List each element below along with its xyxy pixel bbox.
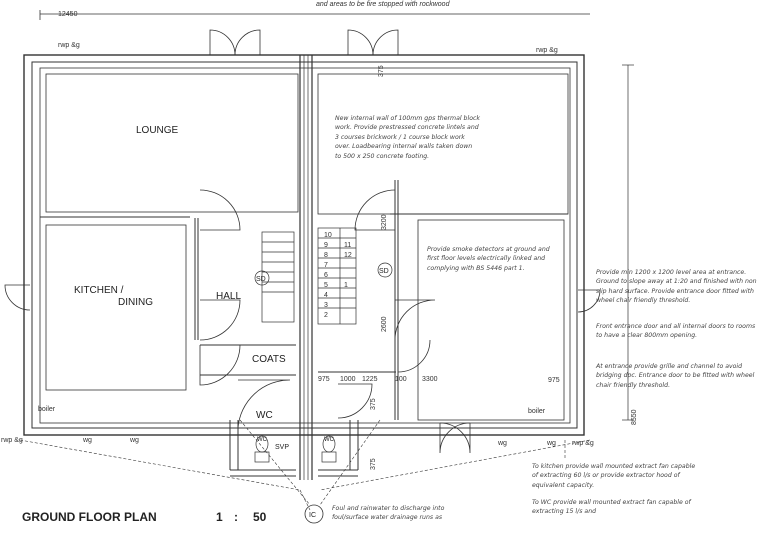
rwp-bottom-right: rwp &g bbox=[572, 440, 594, 447]
dim-100: 100 bbox=[395, 376, 407, 383]
dim-2600: 2600 bbox=[381, 316, 388, 332]
dim-975-b: 975 bbox=[548, 377, 560, 384]
rwp-top-left: rwp &g bbox=[58, 42, 80, 49]
dim-375-side: 375 bbox=[370, 398, 377, 410]
stair-numbers: 10 9 8 7 6 5 4 3 2 11 12 1 bbox=[324, 232, 352, 319]
note-drainage: Foul and rainwater to discharge into fou… bbox=[332, 505, 445, 522]
stair-step: 2 bbox=[324, 312, 328, 319]
room-wc: WC bbox=[256, 410, 273, 421]
staircase bbox=[261, 227, 357, 325]
wc-right-label: WC bbox=[324, 437, 335, 443]
dim-8550: 8550 bbox=[631, 409, 638, 425]
scale-left: 1 bbox=[216, 510, 223, 524]
dim-1000: 1000 bbox=[340, 376, 356, 383]
stair-step: 11 bbox=[344, 242, 351, 249]
wg-right-1: wg bbox=[497, 440, 507, 447]
stair-step: 7 bbox=[324, 262, 328, 269]
wc-left-label: WC bbox=[257, 437, 268, 443]
note-wc-extract: To WC provide wall mounted extract fan c… bbox=[532, 499, 691, 516]
dim-1225: 1225 bbox=[362, 376, 378, 383]
scale-right: 50 bbox=[253, 510, 267, 524]
room-lounge: LOUNGE bbox=[136, 125, 179, 136]
rwp-top-right: rwp &g bbox=[536, 47, 558, 54]
note-entrance-area: Provide min 1200 x 1200 level area at en… bbox=[596, 269, 757, 305]
svp-label: SVP bbox=[275, 444, 289, 451]
wc-fixtures bbox=[254, 262, 393, 463]
note-entrance-doors: Front entrance door and all internal doo… bbox=[596, 323, 756, 340]
stair-step: 3 bbox=[324, 302, 328, 309]
room-kitchen-line2: DINING bbox=[118, 297, 153, 308]
dim-3200: 3200 bbox=[381, 214, 388, 230]
overall-dimension: 12450 bbox=[58, 11, 78, 18]
top-note: and areas to be fire stopped with rockwo… bbox=[316, 1, 451, 8]
wg-left: wg bbox=[82, 437, 92, 444]
note-entrance-grille: At entrance provide grille and channel t… bbox=[596, 363, 755, 389]
dim-375-top: 375 bbox=[378, 65, 385, 77]
stair-step: 12 bbox=[344, 252, 352, 259]
internal-walls bbox=[40, 73, 569, 477]
dim-975-a: 975 bbox=[318, 376, 330, 383]
stair-step: 1 bbox=[344, 282, 348, 289]
room-kitchen-line1: KITCHEN / bbox=[74, 285, 124, 296]
wg-mid: wg bbox=[129, 437, 139, 444]
party-wall bbox=[299, 55, 313, 480]
room-hall: HALL bbox=[216, 291, 241, 302]
stair-step: 10 bbox=[324, 232, 332, 239]
dim-375-bottom: 375 bbox=[370, 458, 377, 470]
stair-step: 4 bbox=[324, 292, 328, 299]
smoke-detector-left: SD bbox=[256, 276, 266, 283]
dim-3300: 3300 bbox=[422, 376, 438, 383]
note-kitchen-extract: To kitchen provide wall mounted extract … bbox=[532, 463, 696, 489]
ic-label: IC bbox=[309, 512, 316, 519]
doors bbox=[4, 29, 601, 454]
plan-title: GROUND FLOOR PLAN bbox=[22, 510, 157, 524]
note-internal-wall: New internal wall of 100mm gps thermal b… bbox=[335, 115, 480, 160]
stair-step: 6 bbox=[324, 272, 328, 279]
scale-separator: : bbox=[234, 510, 238, 524]
room-coats: COATS bbox=[252, 354, 286, 365]
stair-step: 9 bbox=[324, 242, 328, 249]
note-smoke-detectors: Provide smoke detectors at ground and fi… bbox=[427, 246, 550, 272]
drainage-runs bbox=[19, 419, 591, 511]
boiler-right: boiler bbox=[528, 408, 546, 415]
boiler-left: boiler bbox=[38, 406, 56, 413]
rwp-bottom-left: rwp &g bbox=[1, 437, 23, 444]
wg-right-2: wg bbox=[546, 440, 556, 447]
stair-step: 5 bbox=[324, 282, 328, 289]
stair-step: 8 bbox=[324, 252, 328, 259]
smoke-detector-right: SD bbox=[379, 268, 389, 275]
